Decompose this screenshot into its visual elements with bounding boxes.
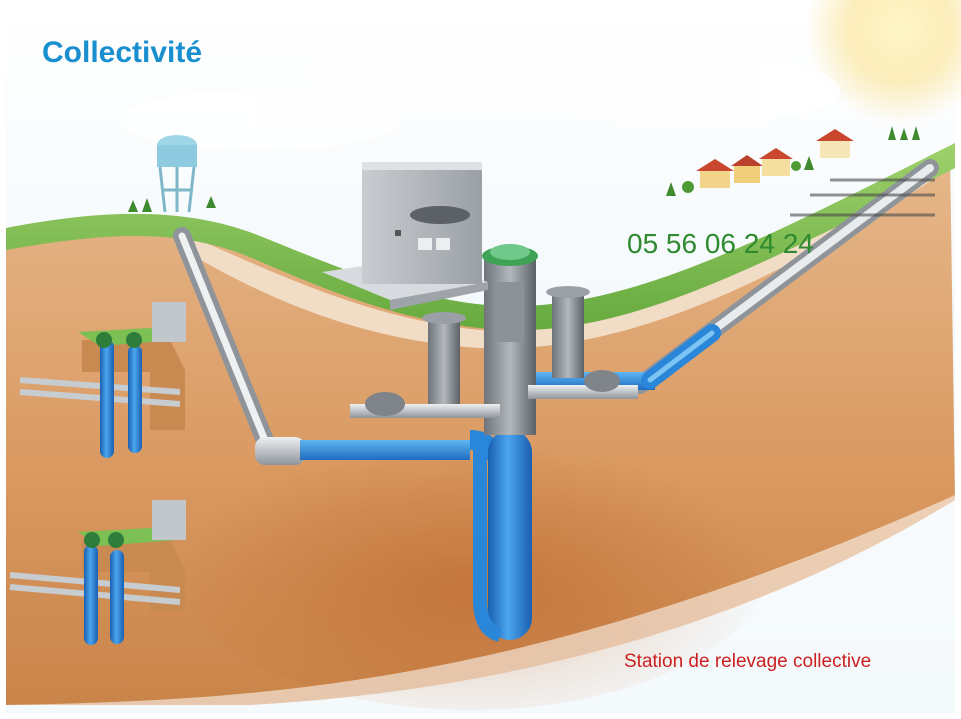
control-cabinet [322, 162, 488, 310]
page-title: Collectivité [42, 36, 203, 69]
clouds [120, 30, 840, 150]
diagram-caption: Station de relevage collective [624, 651, 872, 672]
water-tower [157, 135, 197, 213]
pump-well [473, 244, 538, 642]
inset-pump-pit-top [19, 302, 186, 458]
sun [805, 0, 961, 125]
inset-pump-pit-bottom [9, 500, 186, 645]
village-houses [682, 129, 854, 193]
grass-surface [6, 143, 955, 330]
soil-cut-layer [175, 165, 940, 349]
phone-number: 05 56 06 24 24 [627, 228, 814, 259]
foreground-fade [6, 495, 955, 713]
inlet-pipe-left [173, 227, 305, 465]
valve-columns [350, 286, 638, 418]
trees [128, 126, 920, 212]
